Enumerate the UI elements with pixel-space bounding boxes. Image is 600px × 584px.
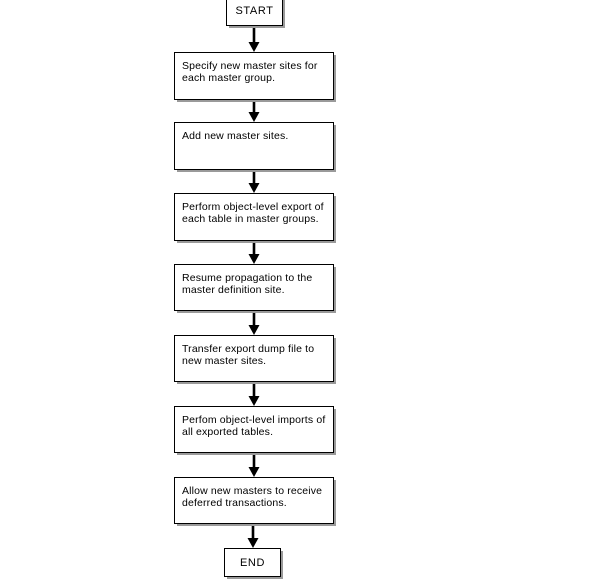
flowchart-node-step-6: Perfom object-level imports of all expor… <box>174 406 334 453</box>
arrowhead-icon <box>248 254 260 264</box>
node-label: END <box>239 556 266 569</box>
node-label: Allow new masters to receive deferred tr… <box>182 485 323 510</box>
node-label: Transfer export dump file to new master … <box>182 343 315 368</box>
node-label: Perform object-level export of each tabl… <box>182 201 324 226</box>
arrowhead-icon <box>248 42 260 52</box>
arrowhead-icon <box>247 538 259 548</box>
node-label: Add new master sites. <box>182 130 289 142</box>
arrowhead-icon <box>248 467 260 477</box>
flowchart-node-step-5: Transfer export dump file to new master … <box>174 335 334 382</box>
flowchart-node-step-3: Perform object-level export of each tabl… <box>174 193 334 241</box>
arrowhead-icon <box>248 396 260 406</box>
node-label: START <box>235 5 274 17</box>
node-label: Perfom object-level imports of all expor… <box>182 414 326 439</box>
arrowhead-icon <box>248 112 260 122</box>
arrowhead-icon <box>248 325 260 335</box>
flowchart-node-step-2: Add new master sites. <box>174 122 334 170</box>
flowchart-node-end: END <box>224 548 281 577</box>
flowchart-node-step-7: Allow new masters to receive deferred tr… <box>174 477 334 524</box>
flowchart-node-step-4: Resume propagation to the master definit… <box>174 264 334 311</box>
flowchart-node-start: START <box>226 0 283 26</box>
arrowhead-icon <box>248 183 260 193</box>
node-label: Resume propagation to the master definit… <box>182 272 313 297</box>
node-label: Specify new master sites for each master… <box>182 60 318 85</box>
flowchart-node-step-1: Specify new master sites for each master… <box>174 52 334 100</box>
